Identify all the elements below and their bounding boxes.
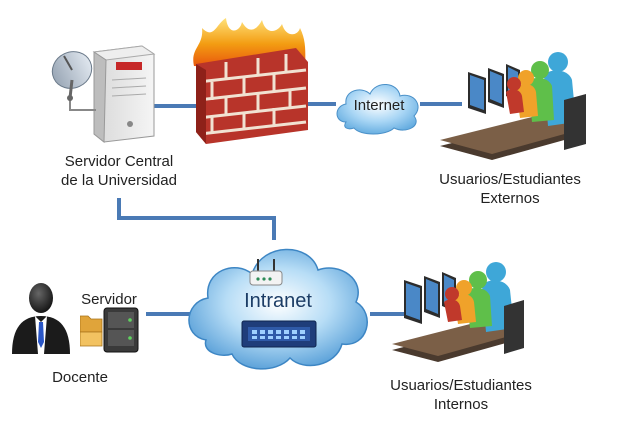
- external-users-line-2: Externos: [480, 190, 540, 207]
- internet-cloud-icon: [336, 84, 419, 135]
- local-server-label: Servidor: [81, 291, 137, 308]
- link-server-intranet: [117, 198, 276, 240]
- intranet-cloud-icon: [188, 248, 368, 370]
- server-central-line-2: de la Universidad: [61, 172, 177, 189]
- internet-label: Internet: [353, 97, 405, 114]
- teacher-label: Docente: [52, 369, 108, 386]
- server-tower-with-satellite-dish-icon: [51, 45, 156, 144]
- folder-icon: [80, 315, 103, 347]
- intranet-label: Intranet: [244, 290, 312, 312]
- internal-users-label: Usuarios/Estudiantes Internos: [376, 376, 546, 414]
- external-workstations-icon: [440, 52, 586, 160]
- nas-server-with-folders-icon: [80, 307, 139, 353]
- external-users-line-1: Usuarios/Estudiantes: [439, 171, 581, 188]
- firewall-brick-wall-icon: [193, 18, 308, 144]
- internal-users-line-2: Internos: [433, 396, 489, 413]
- workstation-people: [444, 262, 514, 332]
- server-central-label: Servidor Central de la Universidad: [44, 152, 194, 190]
- server-central-line-1: Servidor Central: [64, 153, 174, 170]
- person-in-suit-icon: [12, 283, 70, 354]
- network-switch-icon: [241, 320, 317, 348]
- wireless-router-icon: [249, 259, 283, 286]
- external-users-label: Usuarios/Estudiantes Externos: [425, 170, 595, 208]
- internal-workstations-icon: [392, 262, 524, 362]
- internal-users-line-1: Usuarios/Estudiantes: [390, 377, 532, 394]
